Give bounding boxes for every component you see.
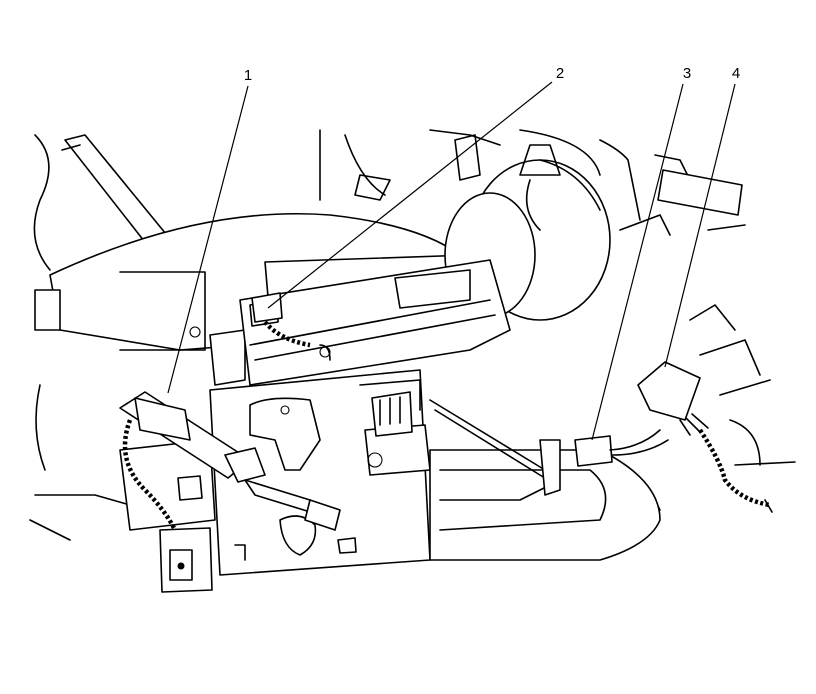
lower-trim-panel <box>371 391 661 561</box>
lower-bracket <box>119 259 511 593</box>
callout-leaders <box>167 81 736 441</box>
leader-line-2 <box>267 81 553 309</box>
connector-4 <box>637 361 773 513</box>
callout-1: 1 <box>244 67 252 84</box>
leader-line-3 <box>591 83 684 441</box>
leader-line-1 <box>167 85 249 394</box>
callout-labels: 1 2 3 4 <box>244 65 740 84</box>
connector-3 <box>574 429 669 467</box>
callout-2: 2 <box>556 65 564 82</box>
callout-3: 3 <box>683 65 691 82</box>
callout-4: 4 <box>732 65 740 82</box>
background-structure <box>29 129 796 541</box>
leader-line-4 <box>664 83 736 368</box>
connector-2 <box>251 292 311 348</box>
wire-harness-1 <box>119 391 341 532</box>
column-boot <box>354 134 611 321</box>
